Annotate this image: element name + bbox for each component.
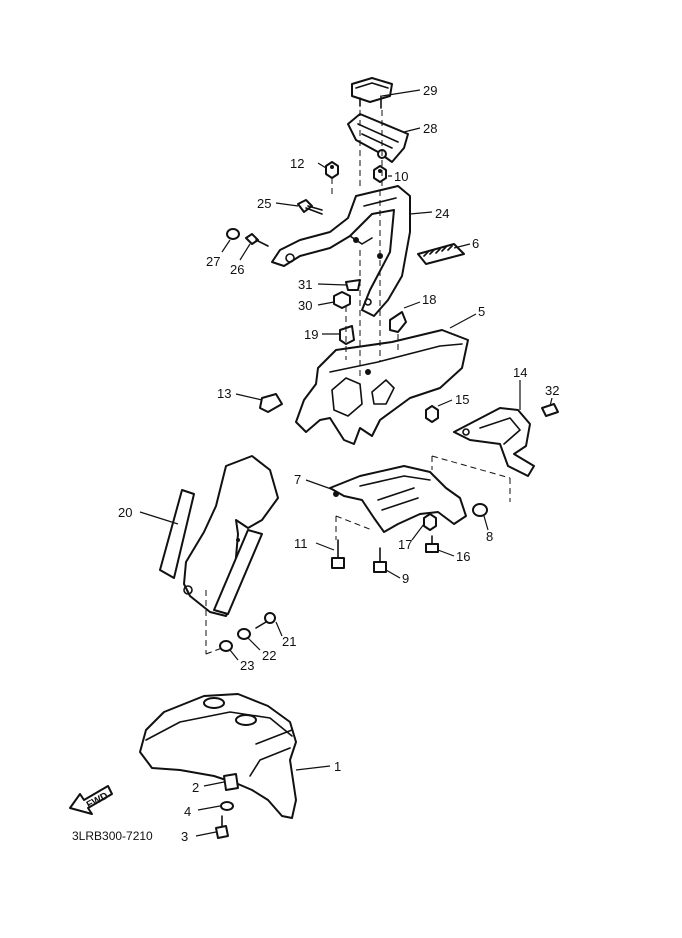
- part-9-bolt: [373, 547, 387, 573]
- part-18-clip: [389, 311, 407, 333]
- callout-leaders: [139, 89, 553, 837]
- callout-22: 22: [262, 648, 276, 663]
- part-15-nut: [425, 405, 439, 423]
- part-22-washer: [237, 628, 251, 640]
- part-26-bolt: [245, 233, 269, 247]
- callout-2: 2: [192, 780, 199, 795]
- callout-16: 16: [456, 549, 470, 564]
- callout-11: 11: [294, 536, 308, 551]
- diagram-code: 3LRB300-7210: [72, 829, 153, 843]
- callout-25: 25: [257, 196, 271, 211]
- callout-31: 31: [298, 277, 312, 292]
- part-3-bolt: [215, 815, 229, 839]
- callout-27: 27: [206, 254, 220, 269]
- part-2-collar: [223, 773, 239, 791]
- callout-15: 15: [455, 392, 469, 407]
- callout-numbers: 29 28 12 10 25 24 6 27 26 31 30 18 19 5 …: [118, 83, 559, 844]
- callout-8: 8: [486, 529, 493, 544]
- callout-10: 10: [394, 169, 408, 184]
- part-19-clip: [339, 325, 355, 345]
- callout-5: 5: [478, 304, 485, 319]
- callout-28: 28: [423, 121, 437, 136]
- part-30-collar: [333, 291, 351, 309]
- callout-26: 26: [230, 262, 244, 277]
- part-29-bracket: [351, 77, 393, 109]
- callout-18: 18: [422, 292, 436, 307]
- callout-9: 9: [402, 571, 409, 586]
- part-28-grab-bracket: [347, 113, 409, 163]
- part-10-nut: [373, 165, 387, 183]
- callout-3: 3: [181, 829, 188, 844]
- callout-14: 14: [513, 365, 527, 380]
- callout-13: 13: [217, 386, 231, 401]
- callout-6: 6: [472, 236, 479, 251]
- part-14-bracket: [453, 407, 535, 477]
- callout-23: 23: [240, 658, 254, 673]
- part-13-connector: [259, 393, 283, 413]
- callout-4: 4: [184, 804, 191, 819]
- part-17-nut: [423, 513, 437, 531]
- part-7-fender-stay: [329, 465, 467, 533]
- callout-17: 17: [398, 537, 412, 552]
- callout-20: 20: [118, 505, 132, 520]
- callout-24: 24: [435, 206, 449, 221]
- part-12-nut: [325, 161, 339, 179]
- callout-7: 7: [294, 472, 301, 487]
- callout-32: 32: [545, 383, 559, 398]
- part-11-bolt: [331, 539, 345, 569]
- callout-19: 19: [304, 327, 318, 342]
- callout-12: 12: [290, 156, 304, 171]
- part-31-cushion: [345, 279, 361, 291]
- fwd-label: FWD: [85, 791, 110, 811]
- part-16-bolt: [425, 535, 439, 553]
- part-6-emblem: [417, 243, 465, 265]
- fwd-arrow-icon: FWD: [69, 785, 113, 815]
- part-4-washer: [220, 801, 234, 811]
- part-27-cap: [226, 228, 240, 240]
- part-1-front-fender: [139, 693, 297, 819]
- part-5-rear-fender: [295, 329, 469, 445]
- callout-29: 29: [423, 83, 437, 98]
- callout-30: 30: [298, 298, 312, 313]
- assembly-lines: [205, 110, 511, 655]
- part-23-washer: [219, 640, 233, 652]
- part-25-bolt: [297, 199, 323, 215]
- part-8-collar: [472, 503, 488, 517]
- part-20-inner-fender: [159, 455, 279, 617]
- part-21-bolt: [255, 612, 276, 629]
- callout-21: 21: [282, 634, 296, 649]
- callout-1: 1: [334, 759, 341, 774]
